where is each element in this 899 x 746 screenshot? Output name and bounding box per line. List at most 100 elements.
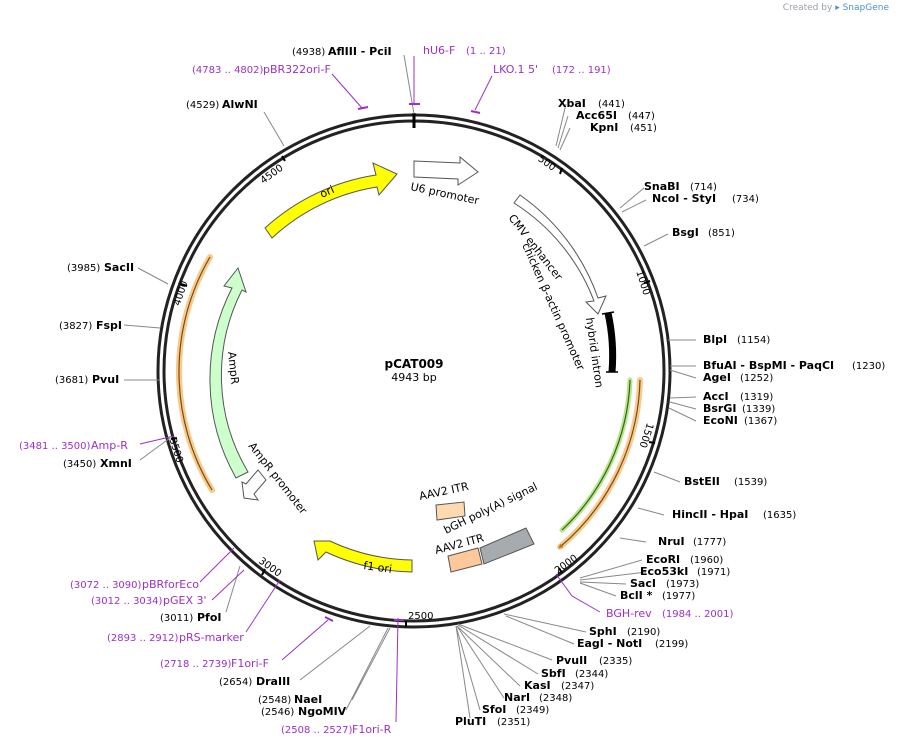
site-label-sacii[interactable]: (3985)SacII bbox=[67, 261, 134, 274]
site-label-ncoi[interactable]: NcoI - StyI(734) bbox=[652, 192, 759, 205]
site-label-agei[interactable]: AgeI(1252) bbox=[703, 371, 773, 384]
primer-leader-pbrforeco bbox=[199, 547, 235, 583]
svg-text:AccI: AccI bbox=[703, 390, 729, 403]
site-label-blpi[interactable]: BlpI (1154) bbox=[703, 333, 770, 346]
svg-text:SacI: SacI bbox=[630, 577, 656, 590]
u6-promoter-arrow bbox=[413, 155, 479, 186]
svg-text:(3481 .. 3500): (3481 .. 3500) bbox=[19, 441, 91, 452]
site-label-sfoi[interactable]: SfoI(2349) bbox=[482, 703, 549, 716]
plasmid-name: pCAT009 bbox=[385, 357, 444, 371]
svg-text:pRS-marker: pRS-marker bbox=[179, 631, 244, 644]
site-label-acci[interactable]: AccI(1319) bbox=[703, 390, 773, 403]
svg-text:EcoNI: EcoNI bbox=[703, 414, 738, 427]
site-label-bsrgi[interactable]: BsrGI(1339) bbox=[703, 402, 775, 415]
svg-text:(4783 .. 4802): (4783 .. 4802) bbox=[192, 65, 264, 76]
bgh-polya-box bbox=[479, 527, 535, 565]
site-label-alwni[interactable]: (4529)AlwNI bbox=[186, 98, 258, 111]
primer-label-hu6[interactable]: hU6-F(1 .. 21) bbox=[423, 44, 506, 57]
leader-alwni bbox=[263, 111, 285, 147]
feature-ori[interactable]: ori bbox=[264, 162, 398, 239]
credit-prefix: Created by bbox=[782, 3, 833, 13]
site-label-kasi[interactable]: KasI(2347) bbox=[524, 679, 594, 692]
site-label-acc65i[interactable]: Acc65I(447) bbox=[576, 109, 655, 122]
site-label-nrui[interactable]: NruI(1777) bbox=[658, 535, 726, 548]
site-label-pvuii[interactable]: PvuII(2335) bbox=[556, 654, 632, 667]
primer-label-ampr[interactable]: (3481 .. 3500)Amp-R bbox=[19, 439, 128, 452]
leader-sacii bbox=[137, 267, 169, 285]
tick-label: 1000 bbox=[633, 269, 651, 297]
leader-nrui bbox=[619, 537, 647, 543]
site-label-bcli[interactable]: BclI *(1977) bbox=[620, 589, 695, 602]
svg-text:(2351): (2351) bbox=[497, 717, 530, 728]
site-label-fspi[interactable]: (3827)FspI bbox=[59, 319, 122, 332]
svg-text:(851): (851) bbox=[708, 228, 735, 239]
svg-text:(1154): (1154) bbox=[737, 335, 770, 346]
site-label-xmni[interactable]: (3450)XmnI bbox=[63, 457, 132, 470]
feature-ampr[interactable]: AmpR bbox=[209, 266, 249, 479]
svg-text:(2199): (2199) bbox=[655, 639, 688, 650]
tick-label: 2000 bbox=[553, 553, 580, 577]
svg-text:BclI *: BclI * bbox=[620, 589, 653, 602]
svg-text:(2344): (2344) bbox=[575, 669, 608, 680]
site-label-naei[interactable]: (2548)NaeI bbox=[258, 693, 322, 706]
site-label-bsteii[interactable]: BstEII(1539) bbox=[684, 475, 767, 488]
site-label-ecori[interactable]: EcoRI(1960) bbox=[646, 553, 723, 566]
leader-acci bbox=[668, 396, 697, 422]
svg-text:Amp-R: Amp-R bbox=[91, 439, 128, 452]
leader-sphi bbox=[503, 613, 587, 645]
site-label-draiii[interactable]: (2654)DraIII bbox=[219, 675, 290, 688]
primer-label-bgh-rev[interactable]: BGH-rev(1984 .. 2001) bbox=[606, 607, 734, 620]
primer-mark-f1ori-f bbox=[324, 616, 334, 622]
svg-text:hU6-F: hU6-F bbox=[423, 44, 455, 57]
svg-text:(1367): (1367) bbox=[744, 416, 777, 427]
primer-label-lko[interactable]: LKO.1 5'(172 .. 191) bbox=[493, 63, 611, 76]
site-label-saci[interactable]: SacI(1973) bbox=[630, 577, 699, 590]
site-label-sbfi[interactable]: SbfI(2344) bbox=[541, 667, 608, 680]
svg-text:(2335): (2335) bbox=[599, 656, 632, 667]
site-label-ngomiv[interactable]: (2546)NgoMIV bbox=[261, 705, 347, 718]
site-label-pfoi[interactable]: (3011)PfoI bbox=[160, 611, 222, 624]
site-label-sphi[interactable]: SphI(2190) bbox=[589, 625, 660, 638]
primer-label-pbrforeco[interactable]: (3072 .. 3090)pBRforEco bbox=[70, 578, 199, 591]
ampr-promoter-arrow bbox=[241, 469, 267, 501]
site-label-xbai[interactable]: XbaI (441) bbox=[558, 97, 625, 110]
svg-text:F1ori-F: F1ori-F bbox=[231, 657, 269, 670]
site-label-kpni[interactable]: KpnI(451) bbox=[590, 121, 657, 134]
primer-label-f1ori-r[interactable]: (2508 .. 2527)F1ori-R bbox=[281, 723, 392, 736]
site-label-pluti[interactable]: PluTI(2351) bbox=[455, 715, 530, 728]
leader-draiii bbox=[299, 625, 371, 681]
primer-label-pgex[interactable]: (3012 .. 3034)pGEX 3' bbox=[91, 594, 207, 607]
orf-arrow-right bbox=[558, 379, 641, 549]
primer-label-f1ori-f[interactable]: (2718 .. 2739)F1ori-F bbox=[160, 657, 269, 670]
site-label-aflIII[interactable]: (4938)AflIII - PciI bbox=[292, 45, 392, 58]
svg-text:(3012 .. 3034): (3012 .. 3034) bbox=[91, 596, 163, 607]
site-label-nari[interactable]: NarI(2348) bbox=[504, 691, 572, 704]
site-label-pvui[interactable]: (3681)PvuI bbox=[55, 373, 119, 386]
site-label-bsgi[interactable]: BsgI(851) bbox=[672, 226, 735, 239]
primer-labels: hU6-F(1 .. 21) LKO.1 5'(172 .. 191) (478… bbox=[19, 44, 734, 736]
feature-ampr-promoter[interactable]: AmpR promoter bbox=[241, 440, 310, 517]
svg-text:BlpI: BlpI bbox=[703, 333, 727, 346]
primer-label-pbr322[interactable]: (4783 .. 4802)pBR322ori-F bbox=[192, 63, 331, 76]
hybrid-intron-cap bbox=[601, 311, 615, 315]
feature-aav2-itr-lower[interactable]: AAV2 ITR bbox=[433, 531, 486, 573]
site-label-snabi[interactable]: SnaBI(714) bbox=[644, 180, 717, 193]
orf-green-edge bbox=[561, 379, 631, 531]
site-label-eco53ki[interactable]: Eco53kI(1971) bbox=[640, 565, 730, 578]
feature-u6-promoter[interactable]: U6 promoter bbox=[409, 155, 481, 208]
site-label-eagi[interactable]: EagI - NotI(2199) bbox=[577, 637, 688, 650]
primer-mark-lko bbox=[470, 110, 481, 114]
primer-label-prs[interactable]: (2893 .. 2912)pRS-marker bbox=[107, 631, 244, 644]
svg-text:XbaI: XbaI bbox=[558, 97, 586, 110]
feature-f1-ori[interactable]: f1 ori bbox=[313, 540, 413, 576]
site-label-hincii[interactable]: HincII - HpaI(1635) bbox=[672, 508, 796, 521]
site-label-bfuai[interactable]: BfuAI - BspMI - PaqCI(1230) bbox=[703, 359, 885, 372]
site-label-econi[interactable]: EcoNI (1367) bbox=[703, 414, 777, 427]
svg-text:(441): (441) bbox=[598, 99, 625, 110]
svg-text:(2893 .. 2912): (2893 .. 2912) bbox=[107, 633, 179, 644]
feature-hybrid-intron[interactable]: hybrid intron bbox=[583, 311, 618, 389]
feature-label-aav2-itr-upper: AAV2 ITR bbox=[418, 480, 470, 503]
svg-text:AflIII - PciI: AflIII - PciI bbox=[328, 45, 392, 58]
credit-brand: SnapGene bbox=[842, 3, 889, 13]
plasmid-size: 4943 bp bbox=[391, 371, 436, 384]
